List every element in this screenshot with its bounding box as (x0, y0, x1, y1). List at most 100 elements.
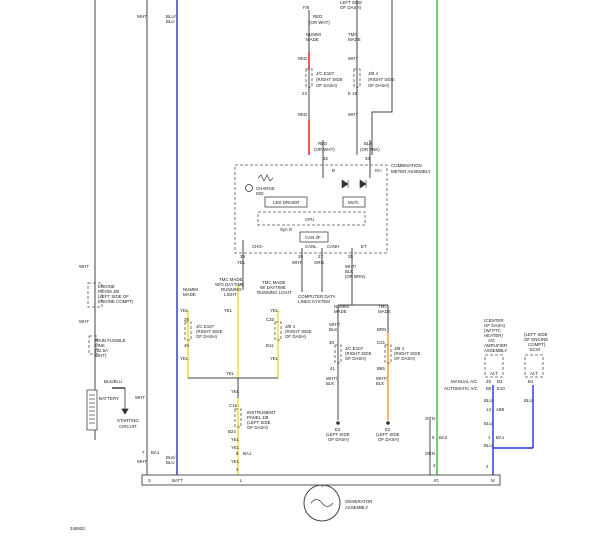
cpu-label: CPU (305, 217, 314, 222)
terminal-bar (141, 474, 501, 486)
wire-label: RED (318, 141, 327, 146)
ac-amp-label: ASSEMBLY (484, 348, 507, 353)
ac-amp-label: (CENTER (484, 318, 504, 323)
starting-circuit: CIRCUIT (119, 424, 137, 429)
wire-label: BRN (377, 327, 386, 332)
wire-label: WHT (137, 459, 147, 464)
main-fusible-link: MAIN FUSIBLE (95, 338, 126, 343)
led-driver-label: LED DRIVER (273, 200, 299, 205)
fusible-link-box (87, 282, 103, 308)
lh-top: OF DASH) (340, 5, 362, 10)
tmc-wo: LIGHT (224, 292, 237, 297)
wire-label: GRN (425, 416, 435, 421)
instrument-panel-jb: (LEFT SIDE (247, 420, 271, 425)
jb4: OF DASH) (285, 334, 307, 339)
jb4: J/B 4 (368, 71, 379, 76)
pin-41: 41 (330, 366, 335, 371)
charge-ind-label: CHARGE (256, 186, 275, 191)
pin-b11: B11 (266, 343, 274, 348)
nummi-made: NUMMI (306, 32, 321, 37)
diode-icon (359, 179, 367, 189)
nummi-made: MADE (306, 37, 319, 42)
pin-23: 23 (302, 91, 307, 96)
jc-e107: (RIGHT SIDE (316, 77, 343, 82)
pin-b1: B1 (528, 379, 534, 384)
wht-top: WHT (137, 14, 147, 19)
blu-top: BLU/ (166, 14, 177, 19)
right-section: (CENTER OF DASH) (W/ PTC HEATER) A/C AMP… (425, 318, 548, 469)
jb4: J/B 4 (394, 346, 405, 351)
engine-room-jb: ROOM J/B (98, 289, 119, 294)
e2-left: (LEFT SIDE (326, 432, 350, 437)
wire-label: YEL (237, 260, 246, 265)
e2-left: OF DASH) (328, 437, 350, 442)
tmc-wo: RUNNING (221, 287, 242, 292)
pin-chg: CHG- (252, 244, 264, 249)
pin-e15: E 15 (348, 91, 358, 96)
generator-label: ASSEMBLY (345, 505, 368, 510)
jb4: (RIGHT SIDE (368, 77, 395, 82)
mvic-label: MV/C (348, 200, 359, 205)
pin-7: 7 (142, 450, 145, 455)
ground-point (386, 421, 390, 425)
ba2: BA2 (439, 435, 448, 440)
nummi-made: NUMMI (334, 304, 349, 309)
tmc-w: RUNNING LIGHT (257, 290, 292, 295)
wire-label: RED (313, 14, 322, 19)
automatic-ac: AUTOMATIC A/C (444, 386, 478, 391)
blu-top: BLU (166, 19, 175, 24)
pin-46: 46 (184, 343, 189, 348)
pin-e10: E10 (497, 386, 505, 391)
pin-3: 3 (433, 463, 436, 468)
wire-label: YEL (180, 308, 189, 313)
terminal-label: BATT (172, 478, 183, 483)
wire-label: YEL (231, 437, 240, 442)
pin-canh: CANH (327, 244, 339, 249)
mvic-box (342, 196, 366, 208)
wire-label: (OR PNK) (360, 147, 380, 152)
starting-circuit: STARTING (117, 418, 139, 423)
jc-e107: (RIGHT SIDE (345, 351, 372, 356)
ac-amp-label: (W/ PTC (484, 328, 501, 333)
pin-33: 33 (365, 156, 370, 161)
ac-amp-label: HEATER) (484, 333, 503, 338)
jc-e107: J/C E107 (316, 71, 335, 76)
pin-f5: F/5 (303, 5, 310, 10)
pin-39: 39 (240, 254, 245, 259)
ac-amp-label: AMPLIFIER (484, 343, 507, 348)
wire-label: YEL (270, 356, 279, 361)
pin-26: 26 (184, 317, 189, 322)
wire-label: BLK (345, 269, 353, 274)
wire-label: WHT/ (345, 264, 357, 269)
connector-dashed (305, 68, 313, 88)
connector-dashed (274, 321, 282, 341)
jb4: (RIGHT SIDE (285, 329, 312, 334)
wire-label: WHT (292, 260, 302, 265)
engine-room-jb: ENGINE COMPT) (98, 299, 134, 304)
wire-label: WHT/ (376, 376, 388, 381)
pin-8: 8 (236, 451, 239, 456)
wire-label: BLU (484, 398, 493, 403)
ba1-mid: BA1 (243, 451, 252, 456)
wire-label: YEL (180, 356, 189, 361)
jc-e107: J/C E107 (196, 324, 215, 329)
wire-label: BLK (364, 141, 372, 146)
combination-meter-box (234, 164, 388, 254)
wire-label: WHT/ (326, 376, 338, 381)
main-fusible-link: (32.5A (95, 348, 108, 353)
e2-right: E2 (385, 427, 391, 432)
wire-label: YEL (226, 371, 235, 376)
wire-label: WHT (348, 112, 358, 117)
wire-label: WHT (79, 264, 89, 269)
wire-label: WHT/ (329, 322, 341, 327)
jc-e107: OF DASH) (196, 334, 218, 339)
diode-icon (341, 179, 349, 189)
pin-32: 32 (323, 156, 328, 161)
pin-35: 35 (348, 254, 353, 259)
wire-label: BLK (329, 327, 337, 332)
computer-data: LINES SYSTEM (298, 299, 330, 304)
wire-label: YEL (231, 445, 240, 450)
tmc-w: W/ DAYTIME (260, 285, 286, 290)
wire-label: RED (298, 56, 307, 61)
pin-30: 30 (329, 340, 334, 345)
